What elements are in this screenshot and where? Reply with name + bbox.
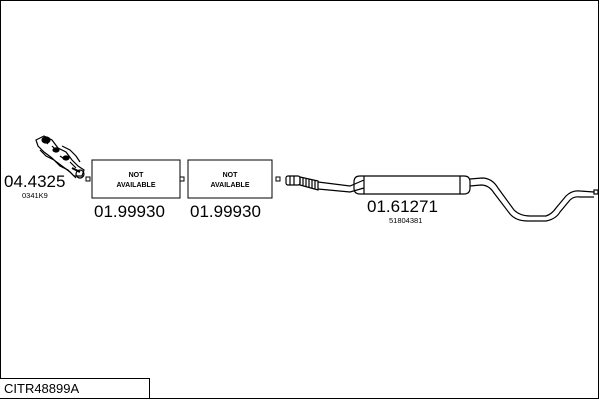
part-number-1: 04.4325 — [4, 172, 65, 191]
not-available-line1-1: NOT — [129, 172, 145, 179]
not-available-line2-2: AVAILABLE — [210, 182, 249, 189]
not-available-box-2[interactable] — [187, 159, 273, 199]
connector-marker — [275, 176, 281, 182]
not-available-line1-2: NOT — [223, 172, 239, 179]
part-number-3: 01.99930 — [190, 202, 261, 221]
connector-marker — [85, 176, 91, 182]
part-ref-1: 0341K9 — [22, 191, 48, 200]
not-available-box-1[interactable] — [91, 159, 181, 199]
diagram-code-label: CITR48899A — [0, 378, 150, 399]
part-number-4: 01.61271 — [367, 197, 438, 216]
not-available-line2-1: AVAILABLE — [116, 182, 155, 189]
rear-silencer-drawing[interactable] — [285, 175, 599, 222]
exhaust-manifold-drawing[interactable] — [35, 135, 85, 179]
connector-marker — [179, 176, 185, 182]
part-ref-4: 51804381 — [389, 216, 422, 225]
part-number-2: 01.99930 — [94, 202, 165, 221]
